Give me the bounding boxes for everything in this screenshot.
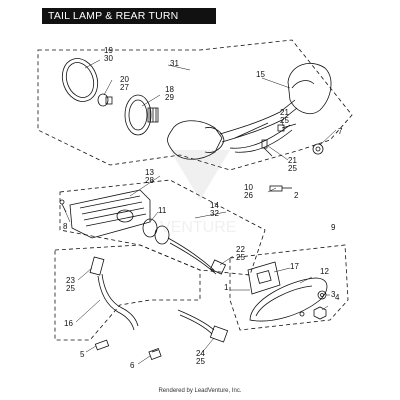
left-turn-signal-bullet <box>167 120 225 160</box>
terminal-6 <box>148 348 162 360</box>
lamp-socket <box>142 218 217 275</box>
callout-6: 6 <box>130 361 135 370</box>
screw-top <box>277 123 297 132</box>
wire-harness-left <box>89 256 139 331</box>
tail-lamp-lens <box>249 277 328 322</box>
callout-4: 4 <box>335 293 340 302</box>
callout-9: 9 <box>331 223 336 232</box>
turn-signal-lens <box>61 58 99 102</box>
dashed-group-lower-left <box>54 244 201 341</box>
callout-2: 2 <box>294 191 299 200</box>
callout-7: 7 <box>338 127 343 136</box>
callout-31: 31 <box>170 59 179 68</box>
washer <box>312 143 324 155</box>
leader-lines <box>62 59 337 365</box>
watermark-logo: VENTURE <box>160 150 236 236</box>
turn-signal-bulb <box>97 93 113 107</box>
license-lamp-housing <box>247 261 281 295</box>
callout-3: 3 <box>331 290 336 299</box>
callout-8: 8 <box>63 222 68 231</box>
callout-17: 17 <box>290 262 299 271</box>
tail-lamp-bracket <box>69 189 151 239</box>
dashed-group-middle <box>59 179 266 276</box>
nut <box>313 306 327 320</box>
callout-16: 16 <box>64 319 73 328</box>
dashed-group-right <box>229 244 349 331</box>
callout-12: 12 <box>320 267 329 276</box>
svg-text:VENTURE: VENTURE <box>160 219 236 236</box>
bolt <box>269 185 292 192</box>
diagram-title: TAIL LAMP & REAR TURN SIGNALS <box>42 8 216 38</box>
connector-22 <box>209 259 227 275</box>
wire-harness-right <box>177 309 229 343</box>
callout-11: 11 <box>158 206 167 215</box>
footer-credit: Rendered by LeadVenture, Inc. <box>158 388 242 394</box>
turn-signal-housing <box>124 94 159 136</box>
callout-5: 5 <box>80 350 85 359</box>
terminal-5 <box>94 339 110 351</box>
screw-middle <box>261 139 273 157</box>
right-turn-signal-bullet <box>287 63 332 114</box>
callout-15: 15 <box>256 70 265 79</box>
callout-1: 1 <box>224 283 229 292</box>
dashed-group-upper <box>37 39 353 171</box>
signal-wires <box>229 124 293 153</box>
